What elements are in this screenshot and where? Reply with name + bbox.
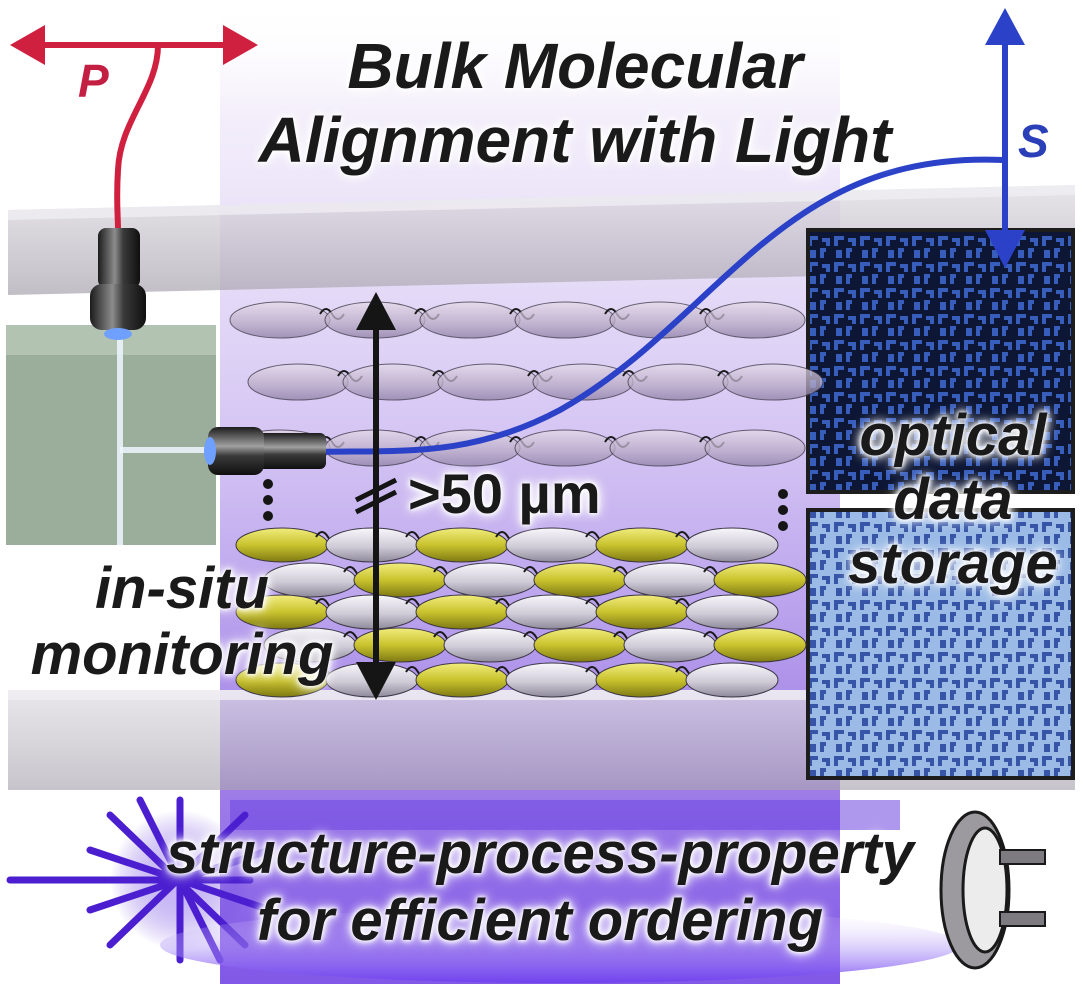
molecule: [247, 363, 349, 401]
monitoring-caption-line-1: in-situ: [95, 556, 269, 621]
monitoring-cuvette: [6, 325, 216, 545]
molecule: [419, 301, 521, 339]
molecule: [713, 627, 807, 663]
bottom-caption-line-2: for efficient ordering: [256, 888, 824, 954]
thickness-label: >50 µm: [408, 462, 601, 525]
title-line-1: Bulk Molecular: [347, 30, 803, 102]
molecule: [595, 594, 689, 630]
molecule: [415, 662, 509, 698]
molecule: [415, 594, 509, 630]
molecule: [353, 627, 447, 663]
s-polarization-label: S: [1018, 115, 1049, 167]
data-storage-images: [806, 228, 1075, 780]
p-polarization-arrow: [10, 25, 258, 65]
thickness-arrow: [354, 292, 398, 700]
molecule: [443, 627, 537, 663]
s-fiber: [314, 156, 1004, 455]
light-storage-image: [806, 508, 1075, 780]
storage-caption-line-2: data: [893, 466, 1013, 532]
s-polarization-arrow: [985, 8, 1025, 268]
molecule: [713, 562, 807, 598]
molecule: [704, 429, 806, 467]
monitoring-caption-line-2: monitoring: [30, 621, 334, 687]
p-polarization-label: P: [78, 55, 109, 107]
molecule: [685, 662, 779, 698]
molecule: [595, 527, 689, 563]
bottom-caption-line-1: structure-process-property: [166, 821, 914, 886]
molecule: [722, 363, 824, 401]
bottom-caption: structure-process-property for efficient…: [70, 820, 1010, 955]
molecule: [533, 562, 627, 598]
molecule: [704, 301, 806, 339]
light-source-star: [6, 796, 960, 983]
molecule: [609, 429, 711, 467]
dark-storage-image: [806, 228, 1075, 494]
monitoring-caption: in-situ monitoring: [2, 556, 362, 687]
molecule: [342, 363, 444, 401]
molecule: [514, 301, 616, 339]
s-fiber-connector: [204, 427, 326, 475]
molecule: [505, 594, 599, 630]
molecule: [415, 527, 509, 563]
molecule: [533, 627, 627, 663]
storage-caption-line-1: optical: [859, 403, 1047, 468]
molecule: [623, 562, 717, 598]
molecule: [229, 301, 331, 339]
continuation-dots-left: [263, 479, 273, 521]
p-fiber: [114, 44, 161, 231]
p-fiber-connector: [90, 228, 146, 340]
molecule: [437, 363, 539, 401]
molecule: [514, 429, 616, 467]
molecule: [353, 562, 447, 598]
storage-caption-line-3: storage: [848, 530, 1058, 596]
polarizer-element: [939, 810, 1046, 970]
continuation-dots-right: [778, 489, 788, 531]
title-line-2: Alignment with Light: [258, 103, 892, 176]
storage-caption: optical data storage: [828, 404, 1078, 595]
molecule: [505, 527, 599, 563]
molecule: [627, 363, 729, 401]
molecule: [623, 627, 717, 663]
figure-title: Bulk Molecular Alignment with Light: [175, 30, 975, 177]
molecule: [505, 662, 599, 698]
molecule: [685, 527, 779, 563]
molecule: [685, 594, 779, 630]
molecule: [443, 562, 537, 598]
molecule: [595, 662, 689, 698]
